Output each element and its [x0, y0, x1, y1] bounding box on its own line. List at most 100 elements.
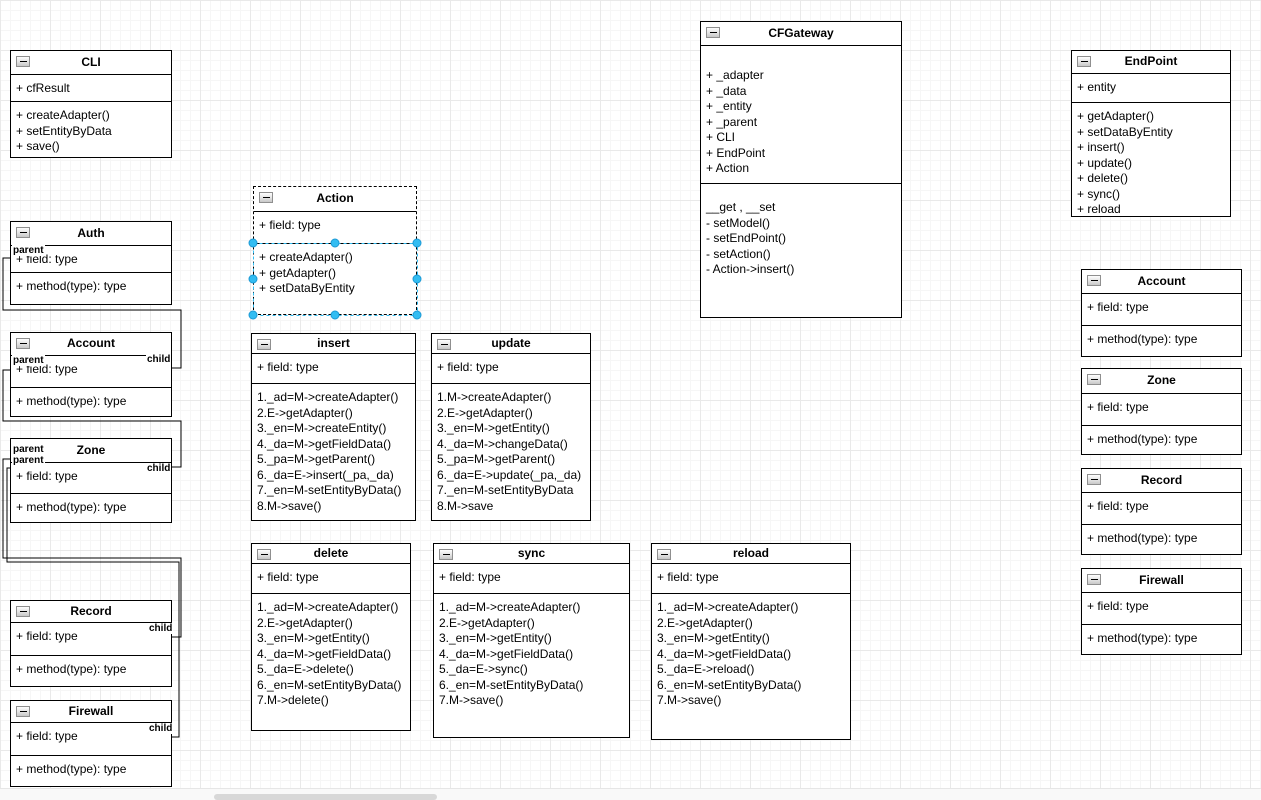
- attribute: + field: type: [1087, 400, 1149, 414]
- selection-handle[interactable]: [248, 238, 258, 248]
- class-endpoint[interactable]: EndPoint + entity + getAdapter()+ setDataB…: [1071, 50, 1231, 217]
- edge-label-parent[interactable]: parent: [12, 355, 45, 366]
- edge-label-child[interactable]: child: [146, 463, 172, 474]
- attribute: + field: type: [259, 218, 321, 232]
- collapse-icon[interactable]: [257, 549, 271, 560]
- attributes-compartment: + field: type: [652, 564, 850, 594]
- edge-zone-firewall[interactable]: [6, 467, 180, 738]
- method: + method(type): type: [16, 279, 127, 293]
- methods-compartment: + createAdapter()+ setEntityByData+ save…: [11, 102, 171, 157]
- class-title-bar: Account: [1082, 270, 1241, 294]
- class-record-left[interactable]: Record+ field: type+ method(type): type: [10, 600, 172, 687]
- collapse-icon[interactable]: [16, 606, 30, 617]
- collapse-icon[interactable]: [259, 192, 273, 203]
- selection-handle[interactable]: [412, 310, 422, 320]
- selection-handle[interactable]: [330, 238, 340, 248]
- attribute: + EndPoint: [706, 145, 766, 160]
- collapse-icon[interactable]: [1087, 474, 1101, 485]
- method: 2.E->getAdapter(): [439, 615, 535, 630]
- collapse-icon[interactable]: [257, 339, 271, 350]
- attribute: + entity: [1077, 80, 1117, 94]
- collapse-icon[interactable]: [439, 549, 453, 560]
- class-firewall-left[interactable]: Firewall+ field: type+ method(type): typ…: [10, 700, 172, 787]
- collapse-icon[interactable]: [16, 338, 30, 349]
- collapse-icon[interactable]: [706, 27, 720, 38]
- selection-handle[interactable]: [412, 274, 422, 284]
- edge-auth-account[interactable]: [2, 257, 182, 369]
- collapse-icon[interactable]: [437, 339, 451, 350]
- class-name: reload: [732, 546, 769, 560]
- collapse-icon[interactable]: [16, 227, 30, 238]
- attributes-compartment: + field: type: [252, 564, 410, 594]
- edge-label-parent[interactable]: parent: [12, 444, 45, 455]
- methods-compartment: + method(type): type: [11, 273, 171, 304]
- class-auth[interactable]: Auth+ field: type+ method(type): type: [10, 221, 172, 305]
- methods-compartment: + method(type): type: [1082, 326, 1241, 356]
- edge-label-child[interactable]: child: [146, 354, 172, 365]
- horizontal-scrollbar-thumb[interactable]: [214, 794, 437, 800]
- attributes-compartment: + field: type: [434, 564, 629, 594]
- class-name: Account: [1137, 274, 1186, 288]
- edge-label-parent[interactable]: parent: [12, 455, 45, 466]
- selection-handle[interactable]: [248, 274, 258, 284]
- class-cli[interactable]: CLI+ cfResult+ createAdapter()+ setEntit…: [10, 50, 172, 158]
- attribute: + _entity: [706, 99, 752, 113]
- method: - Action->insert(): [706, 262, 795, 276]
- class-zone-right[interactable]: Zone+ field: type+ method(type): type: [1081, 368, 1242, 455]
- selection-handle[interactable]: [412, 238, 422, 248]
- method: + reload: [1077, 202, 1121, 216]
- method: 6._en=M-setEntityByData(): [257, 677, 402, 692]
- class-title-bar: Account: [11, 333, 171, 356]
- class-title-bar: CFGateway: [701, 22, 901, 46]
- class-name: EndPoint: [1124, 54, 1178, 68]
- class-title-bar: CLI: [11, 51, 171, 75]
- minus-glyph: [442, 554, 450, 555]
- method: 5._pa=M->getParent(): [257, 452, 376, 466]
- method: 6._da=E->insert(_pa,_da): [257, 467, 394, 482]
- method: + save(): [16, 139, 60, 153]
- collapse-icon[interactable]: [16, 56, 30, 67]
- selection-handle[interactable]: [248, 310, 258, 320]
- class-title-bar: Firewall: [11, 701, 171, 723]
- method: 5._pa=M->getParent(): [437, 452, 556, 466]
- collapse-icon[interactable]: [657, 549, 671, 560]
- collapse-icon[interactable]: [1087, 374, 1101, 385]
- edge-label-child[interactable]: child: [148, 623, 174, 634]
- method: 3._en=M->getEntity(): [657, 631, 770, 645]
- method: 4._da=M->getFieldData(): [257, 436, 392, 451]
- minus-glyph: [19, 232, 27, 233]
- collapse-icon[interactable]: [1077, 56, 1091, 67]
- method: 1._ad=M->createAdapter(): [257, 600, 399, 614]
- collapse-icon[interactable]: [16, 706, 30, 717]
- edge-label-parent[interactable]: parent: [12, 245, 45, 256]
- class-action[interactable]: Action+ field: type+ createAdapter()+ ge…: [253, 186, 417, 315]
- horizontal-scrollbar[interactable]: [0, 788, 1261, 800]
- method: 1.M->createAdapter(): [437, 390, 552, 404]
- class-name: CFGateway: [768, 26, 834, 40]
- edge-label-child[interactable]: child: [148, 723, 174, 734]
- method: + createAdapter(): [259, 250, 353, 264]
- collapse-icon[interactable]: [1087, 275, 1101, 286]
- method: + method(type): type: [16, 500, 127, 514]
- methods-compartment: 1.M->createAdapter()2.E->getAdapter()3._…: [432, 384, 590, 520]
- class-cfgateway[interactable]: CFGateway+ _adapter+ _data+ _entity+ _pa…: [700, 21, 902, 318]
- methods-compartment: + getAdapter()+ setDataByEntity+ insert(…: [1072, 103, 1230, 216]
- class-record-right[interactable]: Record+ field: type+ method(type): type: [1081, 468, 1242, 555]
- class-account-right[interactable]: Account+ field: type+ method(type): type: [1081, 269, 1242, 357]
- class-account-left[interactable]: Account+ field: type+ method(type): type: [10, 332, 172, 417]
- selection-handle[interactable]: [330, 310, 340, 320]
- method: + getAdapter(): [259, 265, 337, 280]
- edge-account-zone[interactable]: [2, 369, 182, 468]
- class-title-bar: Auth: [11, 222, 171, 246]
- method: 3._en=M->getEntity(): [257, 631, 370, 645]
- method: 5._da=E->delete(): [257, 662, 354, 676]
- attribute: + field: type: [1087, 599, 1149, 613]
- class-firewall-right[interactable]: Firewall+ field: type+ method(type): typ…: [1081, 568, 1242, 655]
- collapse-icon[interactable]: [1087, 574, 1101, 585]
